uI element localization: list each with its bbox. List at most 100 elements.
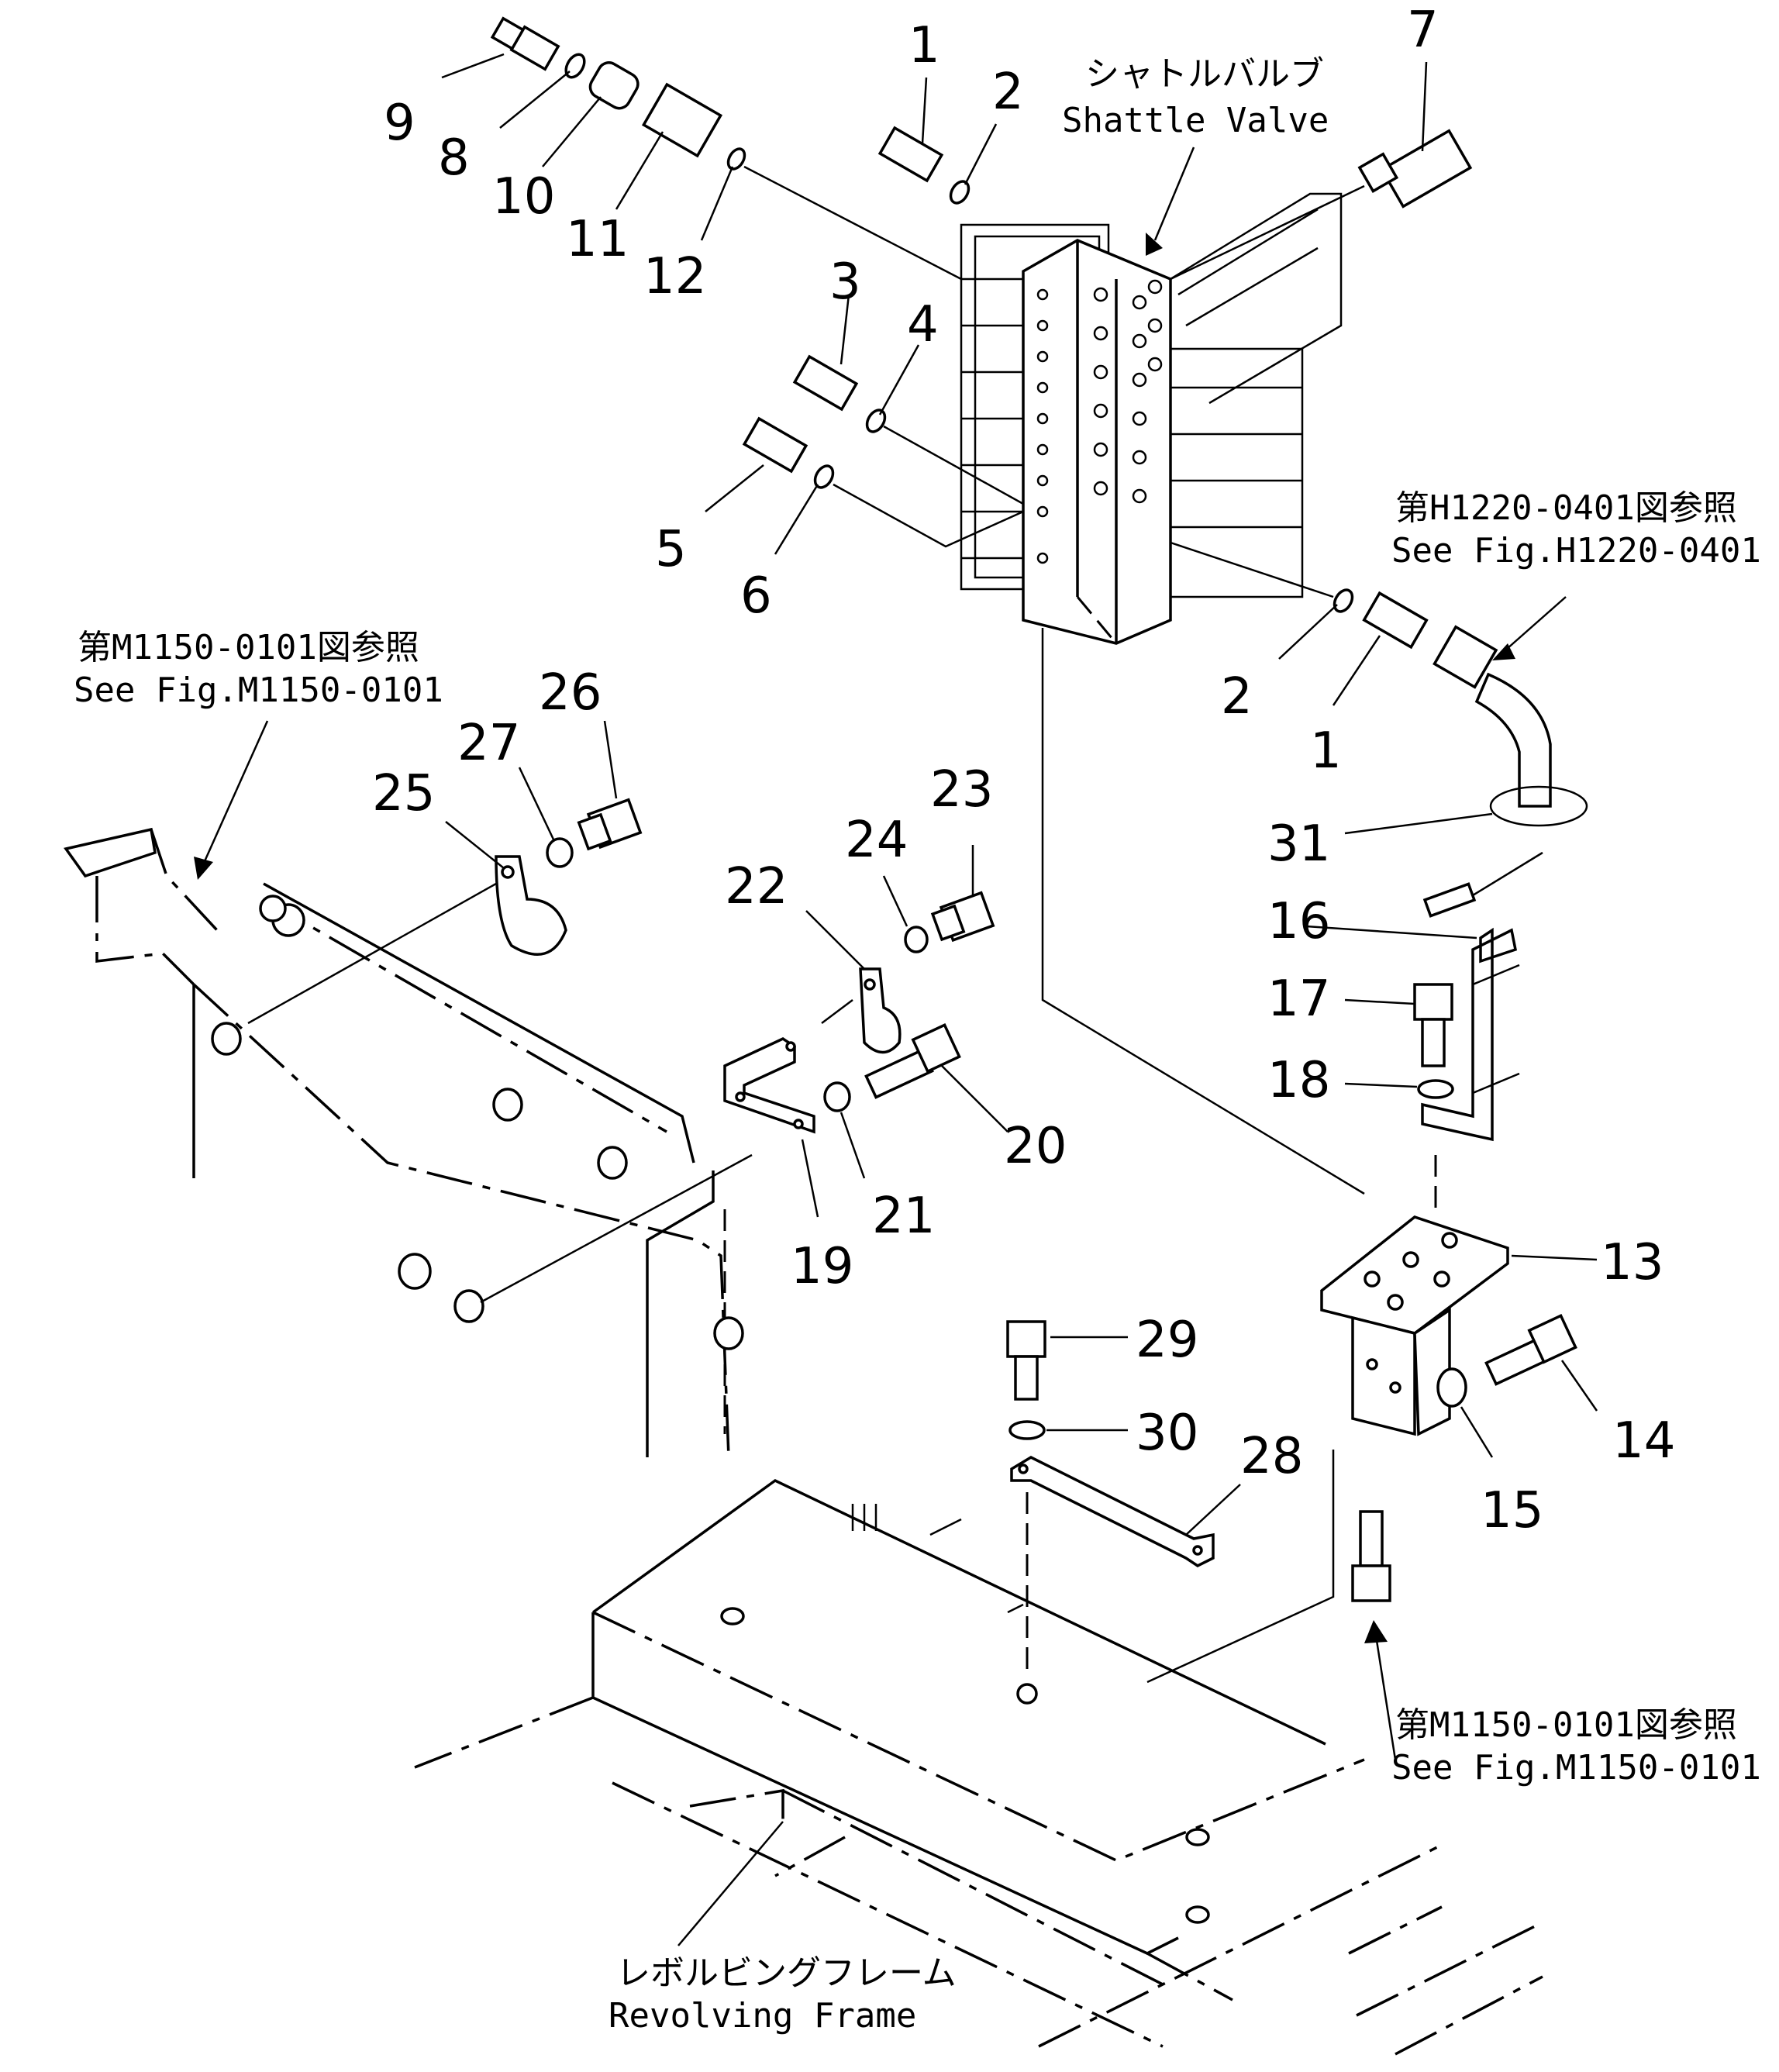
o-ring-2-top: [949, 180, 971, 205]
revolving-frame: [414, 1478, 1543, 2056]
frame-hole-4: [1016, 1683, 1038, 1705]
bolt-20: [864, 1023, 961, 1099]
fitting-group-left: [742, 354, 1024, 548]
washer-24: [904, 926, 929, 953]
callout-6: 6: [740, 567, 772, 625]
ref-m1150-left-label-jp: 第M1150-0101図参照: [78, 628, 419, 667]
callout-13: 13: [1601, 1234, 1664, 1291]
callout-29: 29: [1136, 1312, 1198, 1369]
callout-9: 9: [384, 95, 415, 152]
ref-h1220-label-en: See Fig.H1220-0401: [1391, 531, 1761, 571]
revolving-frame-label-en: Revolving Frame: [609, 1996, 916, 2036]
adapter-3: [792, 354, 859, 412]
adapter-9: [490, 16, 560, 71]
callout-10: 10: [492, 168, 555, 226]
callout-8: 8: [438, 129, 470, 187]
panel-hole-1: [211, 1022, 242, 1056]
washer-27: [546, 837, 574, 868]
panel-hole-6: [713, 1316, 744, 1350]
bolt-14: [1484, 1314, 1577, 1386]
callout-24: 24: [845, 812, 908, 869]
callout-16: 16: [1267, 893, 1330, 950]
shuttle-valve-label-jp: シャトルバルブ: [1085, 54, 1324, 94]
callout-19: 19: [791, 1238, 853, 1295]
o-ring-8: [564, 53, 586, 79]
band-31: [1489, 785, 1588, 827]
callout-numbers: 1 2 7 9 8 10 11 12 3 4 5 6 2 1 31 26 27 …: [372, 2, 1675, 1539]
panel-hole-5: [453, 1289, 484, 1323]
callout-23: 23: [930, 761, 993, 819]
callout-22: 22: [725, 858, 788, 915]
panel-tab: [64, 827, 157, 878]
plate-28: [1010, 1456, 1215, 1568]
o-ring-6: [813, 464, 835, 489]
callout-1: 1: [908, 17, 940, 74]
adapter-1-top: [877, 126, 944, 183]
callout-2-right: 2: [1221, 668, 1253, 726]
frame-hole-2: [1185, 1828, 1210, 1846]
callout-26: 26: [539, 664, 602, 722]
nut-11: [641, 82, 723, 158]
adapter-1-right: [1362, 591, 1429, 650]
washer-18: [1417, 1079, 1454, 1099]
bolt-29: [1006, 1320, 1046, 1401]
callout-27: 27: [457, 715, 520, 772]
callout-28: 28: [1240, 1428, 1303, 1485]
shuttle-valve-assembly: [960, 192, 1343, 645]
reference-labels: シャトルバルブ Shattle Valve 第H1220-0401図参照 See…: [74, 54, 1761, 2036]
ref-m1150-left-label-en: See Fig.M1150-0101: [74, 671, 443, 710]
adapter-5: [742, 416, 808, 474]
o-ring-12: [726, 147, 746, 171]
callout-2: 2: [992, 64, 1024, 121]
bolt-26: [577, 798, 643, 851]
washer-21: [823, 1081, 851, 1112]
callout-3: 3: [829, 253, 861, 311]
ref-m1150-right-label-jp: 第M1150-0101図参照: [1395, 1705, 1737, 1745]
bolt-lower: [1351, 1510, 1391, 1602]
bolt-17: [1413, 983, 1453, 1067]
callout-4: 4: [907, 296, 939, 353]
shuttle-valve-block: [1022, 239, 1172, 645]
ref-h1220-label-jp: 第H1220-0401図参照: [1395, 488, 1737, 528]
callout-1-right: 1: [1310, 722, 1342, 780]
callout-21: 21: [872, 1188, 935, 1245]
panel-boss-2: [259, 895, 287, 922]
washer-15: [1436, 1367, 1467, 1408]
callout-31: 31: [1267, 815, 1330, 873]
callout-12: 12: [643, 248, 706, 305]
o-ring-2-right: [1333, 588, 1354, 613]
clamp-22: [859, 967, 902, 1054]
shuttle-valve-label-en: Shattle Valve: [1062, 101, 1329, 140]
panel-hole-3: [597, 1146, 628, 1180]
bracket-19: [723, 999, 853, 1134]
left-panel: [64, 827, 753, 1458]
callout-30: 30: [1136, 1405, 1198, 1462]
frame-hole-1: [720, 1607, 745, 1626]
callout-11: 11: [566, 211, 629, 268]
callout-18: 18: [1267, 1052, 1330, 1109]
panel-hole-2: [492, 1088, 523, 1122]
callout-25: 25: [372, 765, 435, 822]
frame-hole-3: [1185, 1905, 1210, 1924]
callout-5: 5: [655, 521, 687, 578]
o-ring-4: [865, 409, 887, 433]
bracket-16: [1421, 927, 1520, 1142]
callout-14: 14: [1612, 1412, 1675, 1470]
callout-15: 15: [1481, 1482, 1543, 1539]
bracket-13: [1320, 1215, 1509, 1436]
fitting-group-right: [1170, 541, 1588, 918]
callout-20: 20: [1004, 1118, 1067, 1175]
hose: [1474, 672, 1552, 808]
panel-hole-4: [398, 1253, 432, 1290]
fitting-7: [1170, 129, 1473, 281]
fitting-group-top-left: [490, 16, 962, 281]
bolt-23: [930, 891, 995, 943]
leader-lines: [194, 53, 1598, 1946]
revolving-frame-label-jp: レボルビングフレーム: [616, 1953, 957, 1993]
fitting-group-top-center: [877, 126, 971, 205]
band-tail: [1422, 882, 1477, 918]
callout-7: 7: [1407, 2, 1439, 59]
callout-17: 17: [1267, 970, 1330, 1028]
hose-nut: [1433, 625, 1498, 689]
